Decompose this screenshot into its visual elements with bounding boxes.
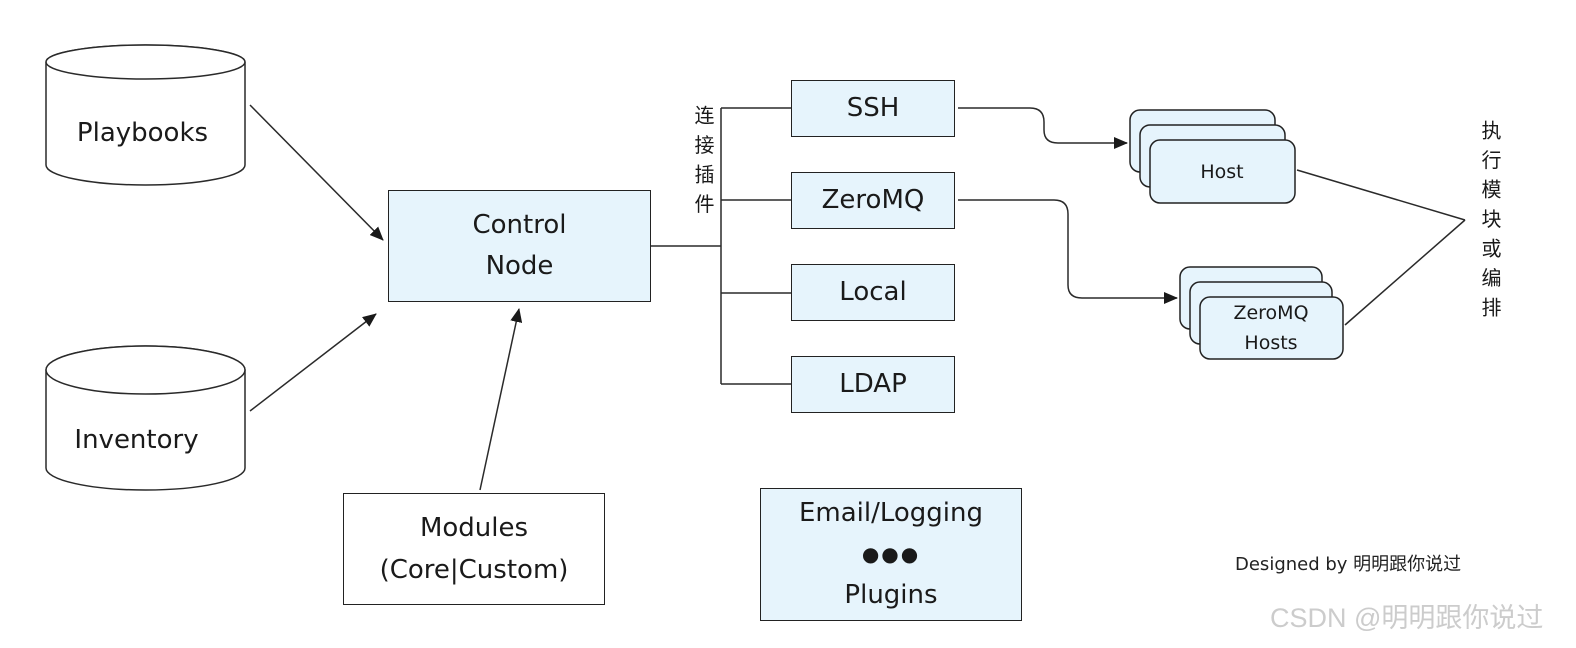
host-label: Host (1200, 161, 1243, 183)
edge-zeromq-to-zeromq-hosts (958, 199, 1178, 304)
local-plugin-label: Local (839, 277, 907, 307)
control-node-label-line-2: Node (485, 251, 554, 281)
zeromq-hosts-stack: ZeroMQ Hosts (1179, 266, 1344, 360)
ssh-plugin-label: SSH (846, 93, 900, 123)
modules-box: Modules (Core|Custom) (343, 493, 605, 605)
ssh-plugin-box: SSH (791, 80, 955, 137)
inventory-cylinder (45, 345, 246, 491)
edge-host-to-execution-label (1296, 169, 1466, 221)
edge-ssh-to-host (958, 107, 1128, 149)
zeromq-plugin-box: ZeroMQ (791, 172, 955, 229)
edge-modules-to-control-node (479, 308, 523, 491)
playbooks-cylinder (45, 44, 246, 186)
ldap-plugin-box: LDAP (791, 356, 955, 413)
execution-modules-label: 执行模块或编排 (1478, 120, 1502, 327)
zeromq-plugin-label: ZeroMQ (821, 185, 925, 215)
zeromq-hosts-label-line-2: Hosts (1244, 332, 1297, 354)
designer-credit: Designed by 明明跟你说过 (1235, 554, 1462, 575)
connection-plugins-label: 连接插件 (691, 105, 715, 223)
ellipsis-dots: ●●● (861, 542, 921, 566)
other-plugins-label-line-3: Plugins (844, 580, 938, 610)
inventory-label: Inventory (74, 425, 199, 455)
host-stack: Host (1129, 109, 1296, 204)
edge-playbooks-to-control-node (249, 104, 384, 241)
modules-label-line-2: (Core|Custom) (379, 555, 569, 585)
control-node-label-line-1: Control (472, 210, 567, 240)
playbooks-label: Playbooks (76, 118, 209, 148)
zeromq-hosts-label-line-1: ZeroMQ (1233, 302, 1308, 324)
ldap-plugin-label: LDAP (839, 369, 907, 399)
other-plugins-box: Email/Logging ●●● Plugins (760, 488, 1022, 621)
local-plugin-box: Local (791, 264, 955, 321)
modules-label-line-1: Modules (419, 513, 529, 543)
edge-zeromq-hosts-to-execution-label (1344, 219, 1466, 326)
other-plugins-label-line-1: Email/Logging (798, 498, 984, 528)
csdn-watermark: CSDN @明明跟你说过 (1270, 603, 1544, 633)
edge-inventory-to-control-node (249, 313, 377, 412)
control-node-box: Control Node (388, 190, 651, 302)
